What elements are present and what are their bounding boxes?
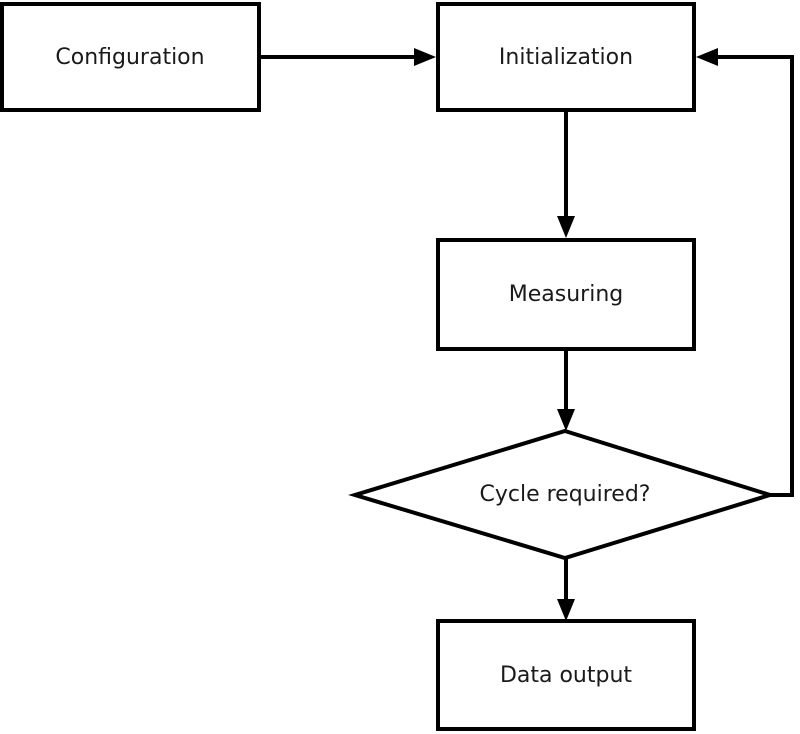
- node-label-data-output: Data output: [500, 663, 632, 688]
- arrow-head-cycle-required-to-initialization-loop: [696, 48, 718, 66]
- node-cycle-required[interactable]: Cycle required?: [348, 428, 777, 561]
- arrow-head-cycle-required-to-data-output: [557, 599, 575, 621]
- node-shape-cycle-required[interactable]: [348, 428, 777, 561]
- arrow-head-measuring-to-cycle-required: [557, 409, 575, 431]
- node-shape-configuration[interactable]: [0, 2, 261, 112]
- node-label-configuration: Configuration: [55, 45, 204, 70]
- node-label-cycle-required: Cycle required?: [480, 482, 651, 507]
- edge-layer: [259, 48, 794, 621]
- node-label-measuring: Measuring: [509, 282, 623, 307]
- node-shape-data-output[interactable]: [436, 619, 696, 731]
- edge-cycle-required-to-data-output: [557, 558, 575, 621]
- node-measuring[interactable]: Measuring: [436, 238, 696, 351]
- node-label-initialization: Initialization: [499, 45, 633, 70]
- edge-line-cycle-required-to-initialization-loop: [708, 55, 794, 497]
- node-initialization[interactable]: Initialization: [436, 2, 696, 112]
- node-configuration[interactable]: Configuration: [0, 2, 261, 112]
- arrow-head-initialization-to-measuring: [557, 216, 575, 238]
- node-data-output[interactable]: Data output: [436, 619, 696, 731]
- node-layer: Configuration Initialization Measuring C…: [0, 2, 777, 731]
- arrow-head-configuration-to-initialization: [414, 48, 436, 66]
- node-shape-measuring[interactable]: [436, 238, 696, 351]
- edge-measuring-to-cycle-required: [557, 349, 575, 431]
- edge-initialization-to-measuring: [557, 110, 575, 238]
- edge-cycle-required-to-initialization-loop: [696, 48, 794, 497]
- node-shape-initialization[interactable]: [436, 2, 696, 112]
- edge-configuration-to-initialization: [259, 48, 436, 66]
